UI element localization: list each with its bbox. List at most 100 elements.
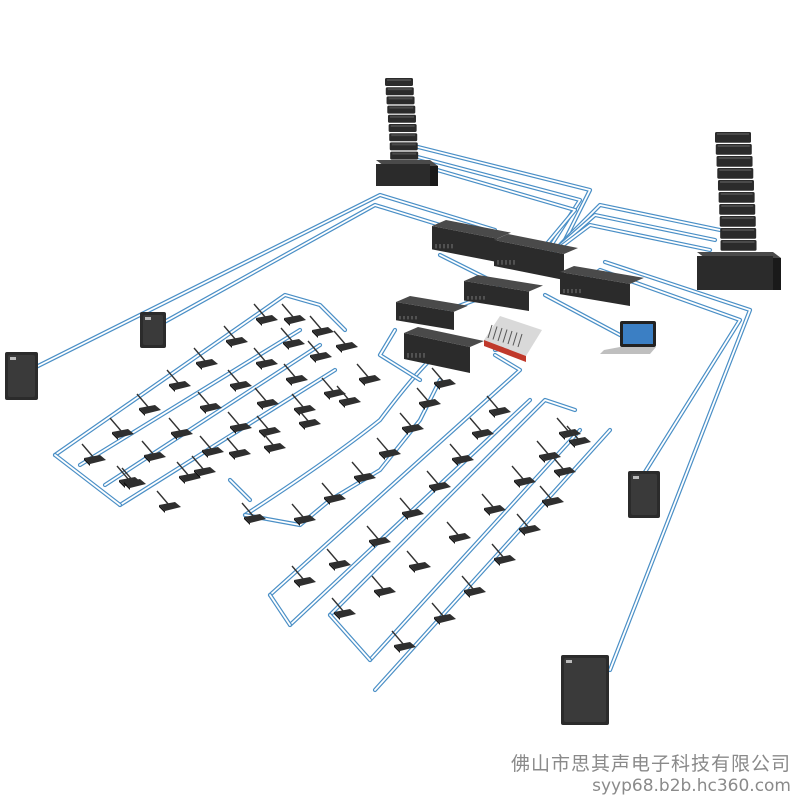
rack-unit-icon bbox=[396, 296, 468, 330]
cable bbox=[542, 292, 623, 338]
conference-mic-icon bbox=[371, 575, 396, 598]
url-watermark: syyp68.b2b.hc360.com bbox=[592, 776, 791, 796]
rack-unit-icon bbox=[464, 275, 543, 311]
cable bbox=[327, 397, 578, 618]
cable bbox=[267, 352, 523, 598]
conference-mic-icon bbox=[461, 575, 486, 598]
conference-mic-icon bbox=[291, 565, 316, 588]
conference-mic-icon bbox=[556, 417, 581, 440]
conference-mic-icon bbox=[227, 369, 252, 392]
rack-unit-icon bbox=[560, 266, 644, 306]
conference-mic-icon bbox=[511, 465, 536, 488]
cable-network bbox=[27, 142, 753, 693]
conference-mic-icon bbox=[307, 340, 332, 363]
company-watermark: 佛山市思其声电子科技有限公司 bbox=[510, 753, 791, 775]
wall-speaker-icon bbox=[628, 471, 660, 518]
conference-mic-icon bbox=[426, 470, 451, 493]
conference-mic-icon bbox=[486, 395, 511, 418]
conference-mic-icon bbox=[376, 437, 401, 460]
conference-mic-icon bbox=[416, 387, 441, 410]
conference-mic-icon bbox=[516, 513, 541, 536]
cable bbox=[417, 162, 578, 261]
conference-mic-icon bbox=[241, 502, 266, 525]
conference-mic-icon bbox=[491, 543, 516, 566]
cable bbox=[547, 222, 713, 258]
conference-mic-icon bbox=[356, 363, 381, 386]
conference-mic-icon bbox=[296, 407, 321, 430]
conference-mic-icon bbox=[121, 467, 146, 490]
conference-mic-icon bbox=[399, 412, 424, 435]
conference-mic-icon bbox=[351, 461, 376, 484]
conference-mic-icon bbox=[331, 597, 356, 620]
conference-mic-icon bbox=[168, 417, 193, 440]
wall-speaker-icon bbox=[561, 655, 609, 725]
subwoofer-icon bbox=[376, 160, 438, 186]
conference-mic-icon bbox=[199, 435, 224, 458]
conference-mic-icon bbox=[536, 440, 561, 463]
conference-mic-icon bbox=[283, 363, 308, 386]
conference-mic-icon bbox=[366, 525, 391, 548]
conference-mic-icon bbox=[176, 461, 201, 484]
cable bbox=[27, 192, 498, 373]
cable bbox=[377, 327, 423, 383]
conference-mic-icon bbox=[254, 387, 279, 410]
conference-mic-icon bbox=[226, 437, 251, 460]
rack-unit-icon bbox=[494, 234, 578, 280]
conference-mic-icon bbox=[166, 369, 191, 392]
wall-speaker-icon bbox=[140, 312, 166, 348]
conference-mic-icon bbox=[227, 411, 252, 434]
line-array-speaker-icon bbox=[715, 132, 757, 251]
equipment-layer bbox=[5, 78, 781, 725]
cable bbox=[117, 367, 338, 508]
laptop-icon bbox=[600, 321, 656, 354]
conference-mic-icon bbox=[291, 393, 316, 416]
conference-mic-icon bbox=[141, 440, 166, 463]
conference-mic-icon bbox=[191, 455, 216, 478]
conference-mic-icon bbox=[81, 443, 106, 466]
subwoofer-icon bbox=[697, 252, 781, 290]
cable bbox=[327, 612, 373, 663]
conference-mic-icon bbox=[109, 417, 134, 440]
conference-mic-icon bbox=[281, 303, 306, 326]
cable bbox=[242, 377, 443, 528]
cable bbox=[267, 592, 293, 628]
conference-mic-icon bbox=[431, 602, 456, 625]
conference-mic-icon bbox=[256, 415, 281, 438]
rack-unit-icon bbox=[432, 220, 511, 262]
conference-mic-icon bbox=[431, 367, 456, 390]
conference-mic-icon bbox=[321, 377, 346, 400]
conference-mic-icon bbox=[481, 493, 506, 516]
conference-mic-icon bbox=[253, 347, 278, 370]
conference-mic-icon bbox=[446, 521, 471, 544]
cable bbox=[552, 212, 718, 253]
conference-mic-icon bbox=[291, 503, 316, 526]
conference-mic-icon bbox=[253, 303, 278, 326]
conference-mic-icon bbox=[193, 347, 218, 370]
cable bbox=[147, 202, 443, 333]
cable bbox=[102, 342, 323, 488]
conference-mic-icon bbox=[156, 490, 181, 513]
conference-mic-icon bbox=[197, 391, 222, 414]
conference-mic-icon bbox=[399, 497, 424, 520]
wall-speaker-icon bbox=[5, 352, 38, 400]
conference-mic-icon bbox=[261, 431, 286, 454]
cable bbox=[52, 292, 348, 458]
conference-mic-icon bbox=[539, 485, 564, 508]
line-array-speaker-icon bbox=[385, 78, 419, 169]
cable bbox=[242, 357, 433, 518]
cable bbox=[602, 259, 753, 673]
conference-mic-icon bbox=[326, 548, 351, 571]
conference-mic-icon bbox=[333, 330, 358, 353]
conference-mic-icon bbox=[321, 482, 346, 505]
conference-mic-icon bbox=[449, 443, 474, 466]
conference-mic-icon bbox=[280, 327, 305, 350]
conference-mic-icon bbox=[469, 417, 494, 440]
conference-mic-icon bbox=[136, 393, 161, 416]
cable bbox=[52, 452, 123, 508]
cable bbox=[407, 152, 583, 258]
conference-mic-icon bbox=[551, 455, 576, 478]
microphone-layer bbox=[81, 303, 591, 653]
cable bbox=[407, 142, 593, 253]
conference-mic-icon bbox=[223, 325, 248, 348]
